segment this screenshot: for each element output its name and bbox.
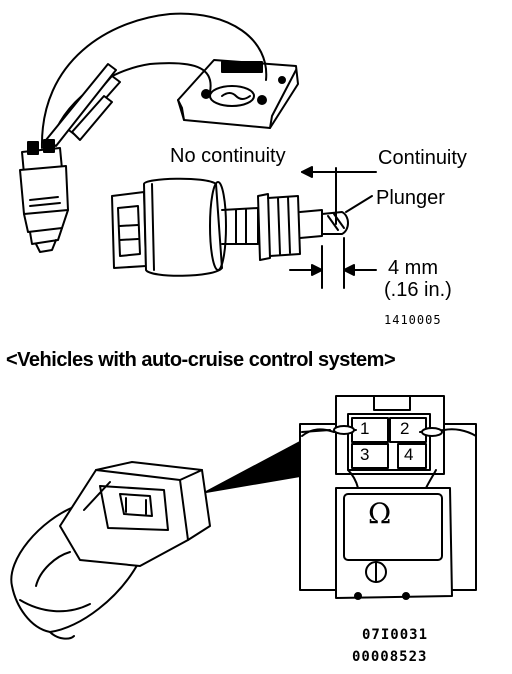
no-continuity-label: No continuity	[170, 145, 286, 167]
continuity-label: Continuity	[378, 147, 467, 169]
figure-code-bottom-2: 00008523	[352, 649, 428, 665]
stroke-in-label: (.16 in.)	[384, 279, 452, 301]
cruise-switch-connector-icon	[10, 461, 211, 640]
test-leads	[40, 12, 268, 149]
ohmmeter-top-icon	[177, 59, 299, 129]
terminal-4-label: 4	[404, 445, 414, 464]
terminal-1-label: 1	[360, 419, 370, 438]
brake-switch-body-icon	[111, 177, 349, 277]
plunger-label: Plunger	[376, 187, 445, 209]
terminal-2-label: 2	[400, 419, 410, 438]
terminal-3-label: 3	[360, 445, 370, 464]
figure-code-top: 1410005	[384, 313, 442, 327]
stroke-mm-label: 4 mm	[388, 257, 438, 279]
ohmmeter-box	[299, 395, 477, 600]
figure-code-bottom-1: 07I0031	[362, 627, 429, 643]
callout-wedge	[205, 441, 301, 493]
ohm-symbol-icon: Ω	[368, 497, 392, 530]
dimension-lines	[289, 166, 377, 289]
section-heading: <Vehicles with auto-cruise control syste…	[6, 349, 396, 371]
brake-switch-small-icon	[19, 139, 69, 253]
